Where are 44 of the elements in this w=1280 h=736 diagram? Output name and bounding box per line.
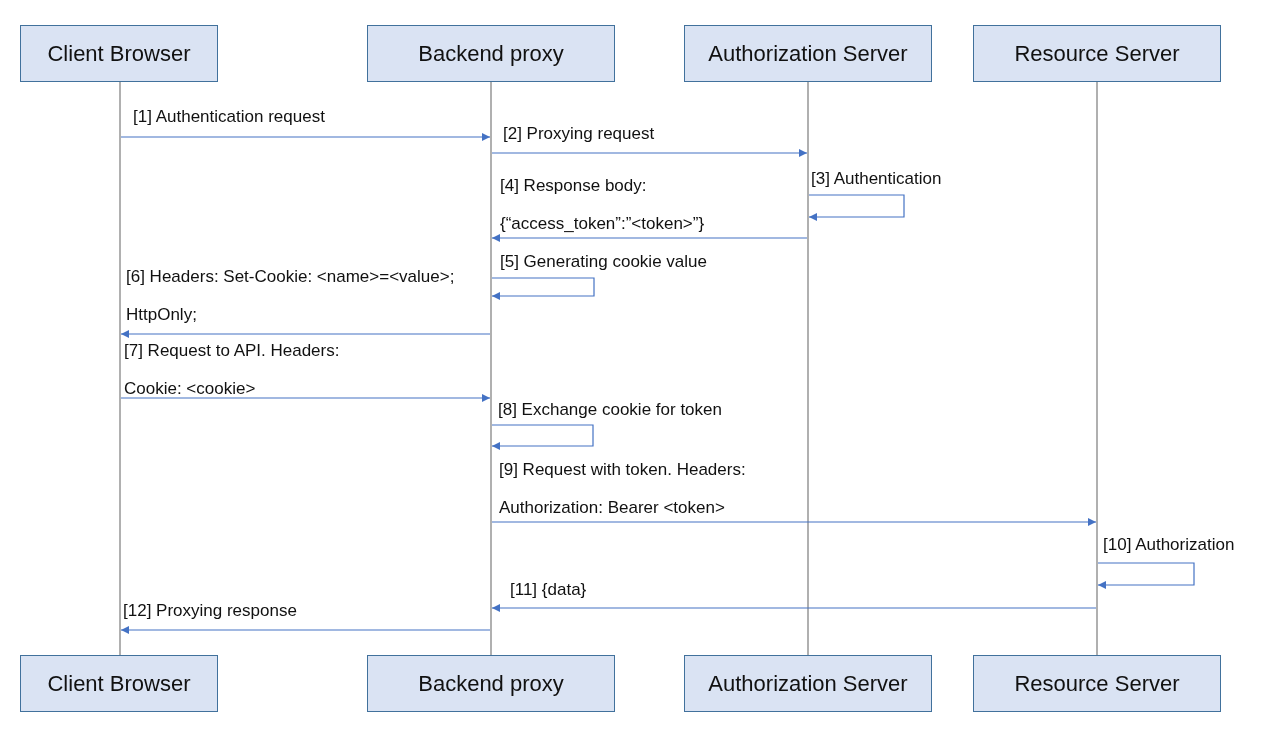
self-message-arrow	[1097, 562, 1195, 589]
message-arrow	[491, 604, 1097, 612]
message-arrow	[120, 394, 491, 402]
self-message-arrow	[491, 424, 594, 450]
message-arrow	[491, 149, 808, 157]
participant-box	[684, 655, 932, 712]
edge-label: [9] Request with token. Headers: Authorization: Bearer <token>	[499, 459, 747, 519]
participant-name: Authorization Server	[708, 670, 908, 697]
message-arrow	[120, 133, 491, 141]
participant-name: Backend proxy	[418, 670, 564, 697]
edge-label: [8] Exchange cookie for token	[498, 399, 723, 421]
lifeline	[119, 82, 121, 655]
edge-label: [7] Request to API. Headers: Cookie: <cookie>	[124, 340, 341, 400]
message-arrow	[491, 518, 1097, 526]
lifeline	[490, 82, 492, 655]
edge-label: [1] Authentication request	[133, 106, 326, 128]
participant-box	[973, 655, 1221, 712]
edge-label: [2] Proxying request	[503, 123, 656, 145]
self-message-arrow	[491, 277, 595, 300]
participant-name: Resource Server	[1014, 670, 1180, 697]
participant-box	[973, 25, 1221, 82]
edge-label: [5] Generating cookie value	[500, 251, 708, 273]
participant-box	[20, 655, 218, 712]
message-arrow	[491, 234, 808, 242]
participant-box	[367, 655, 615, 712]
edge-label: [4] Response body: {“access_token”:”<token>”}	[500, 175, 706, 235]
edge-label: [6] Headers: Set-Cookie: <name>=<value>; HttpOnly;	[126, 266, 456, 326]
message-arrow	[120, 330, 491, 338]
lifeline	[1096, 82, 1098, 655]
participant-name: Resource Server	[1014, 40, 1180, 67]
participant-box	[684, 25, 932, 82]
participant-name: Client Browser	[47, 670, 191, 697]
message-arrow	[120, 626, 491, 634]
participant-box	[20, 25, 218, 82]
participant-name: Authorization Server	[708, 40, 908, 67]
edge-label: [12] Proxying response	[123, 600, 298, 622]
self-message-arrow	[808, 194, 905, 221]
participant-box	[367, 25, 615, 82]
edge-label: [3] Authentication	[811, 168, 943, 190]
participant-name: Backend proxy	[418, 40, 564, 67]
edge-label: [11] {data}	[510, 579, 588, 601]
edge-label: [10] Authorization	[1103, 534, 1236, 556]
lifeline	[807, 82, 809, 655]
participant-name: Client Browser	[47, 40, 191, 67]
